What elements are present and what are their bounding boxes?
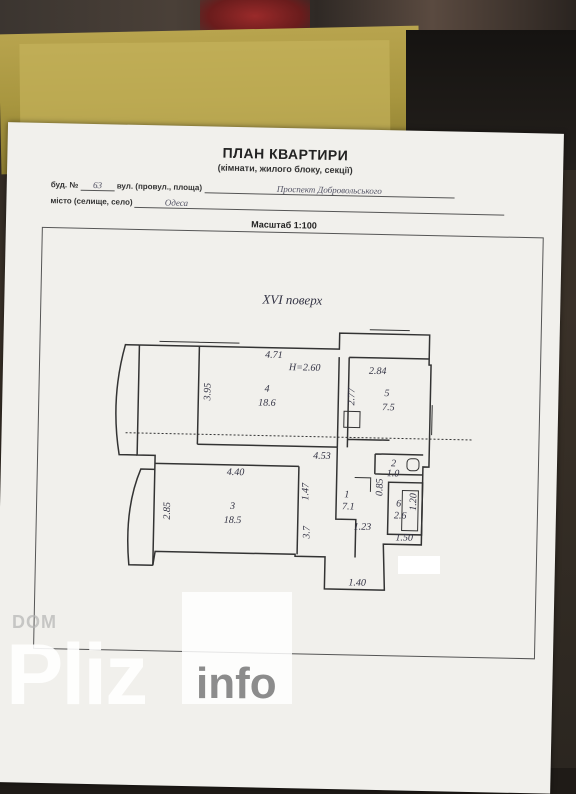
- redaction-box: [398, 556, 440, 574]
- dim-0-85: 0.85: [374, 478, 385, 496]
- dim-2-84: 2.84: [369, 366, 387, 377]
- dim-4-53: 4.53: [313, 451, 331, 462]
- room-6-area: 2.6: [394, 510, 407, 521]
- room-3-number: 3: [229, 501, 235, 512]
- wall-hall: [335, 447, 357, 558]
- left-wall: [136, 344, 156, 566]
- dim-1-47: 1.47: [300, 482, 311, 501]
- gridline: [125, 432, 474, 441]
- room-1-number: 1: [344, 489, 349, 500]
- dim-4-71: 4.71: [265, 350, 283, 361]
- dim-3-95: 3.95: [202, 383, 213, 402]
- room-4-area: 18.6: [258, 397, 276, 408]
- dim-1-23: 1.23: [354, 522, 372, 533]
- room-1-area: 7.1: [342, 501, 355, 512]
- floor-plan-document: ПЛАН КВАРТИРИ (кімнати, жилого блоку, се…: [0, 122, 564, 794]
- wall-room-3-right: [296, 466, 300, 555]
- room-6-number: 6: [396, 498, 401, 509]
- apartment-plan: XVI поверх 4.71 H=2.60 4 18.6 3.95 2.84 …: [115, 292, 474, 591]
- street-label: вул. (провул., площа): [116, 181, 203, 193]
- dim-1-20: 1.20: [408, 493, 419, 511]
- dim-1-40: 1.40: [348, 577, 366, 588]
- sink-icon: [406, 458, 420, 472]
- city-value: Одеса: [134, 196, 505, 216]
- watermark-pliz: Pliz: [6, 627, 148, 723]
- room-3-area: 18.5: [224, 515, 242, 526]
- room-4-number: 4: [264, 384, 269, 395]
- dim-2-85: 2.85: [162, 502, 173, 520]
- ceiling-height: H=2.60: [288, 362, 321, 374]
- watermark-info: info: [196, 659, 277, 708]
- floor-label: XVI поверх: [261, 292, 322, 308]
- bathtub: [401, 490, 419, 532]
- room-5-area: 7.5: [382, 402, 395, 413]
- door-hall: [354, 477, 372, 492]
- balcony-left: [115, 343, 140, 456]
- room-2-number: 2: [391, 458, 396, 469]
- dim-4-40: 4.40: [227, 467, 245, 478]
- stove: [343, 410, 361, 429]
- window-right: [431, 405, 433, 436]
- wall-room-4-bottom: [197, 443, 338, 448]
- balcony-left-lower: [127, 468, 155, 567]
- room-7-area: 3.7: [301, 525, 312, 540]
- dim-2-77: 2.77: [346, 387, 357, 406]
- wall-room-3-top: [154, 462, 299, 468]
- room-2-area: 1.0: [387, 468, 400, 479]
- wall-room-4-left: [196, 346, 201, 445]
- building-number: 63: [80, 179, 115, 192]
- city-label: місто (селище, село): [50, 196, 133, 207]
- wall-wc: [386, 481, 424, 536]
- building-label: буд. №: [50, 180, 79, 190]
- wall-room-4-right: [336, 357, 340, 448]
- watermark: DOM Pliz info: [0, 580, 576, 768]
- room-5-number: 5: [384, 388, 389, 399]
- wall-bathroom: [374, 453, 424, 476]
- watermark-dom: DOM: [12, 612, 57, 632]
- street-value: Проспект Добровольського: [204, 182, 455, 199]
- window-top: [159, 329, 410, 344]
- dim-1-50: 1.50: [395, 532, 413, 543]
- wall-room-5: [346, 356, 430, 448]
- watermark-white-block: [182, 592, 292, 704]
- outer-wall: [139, 332, 432, 591]
